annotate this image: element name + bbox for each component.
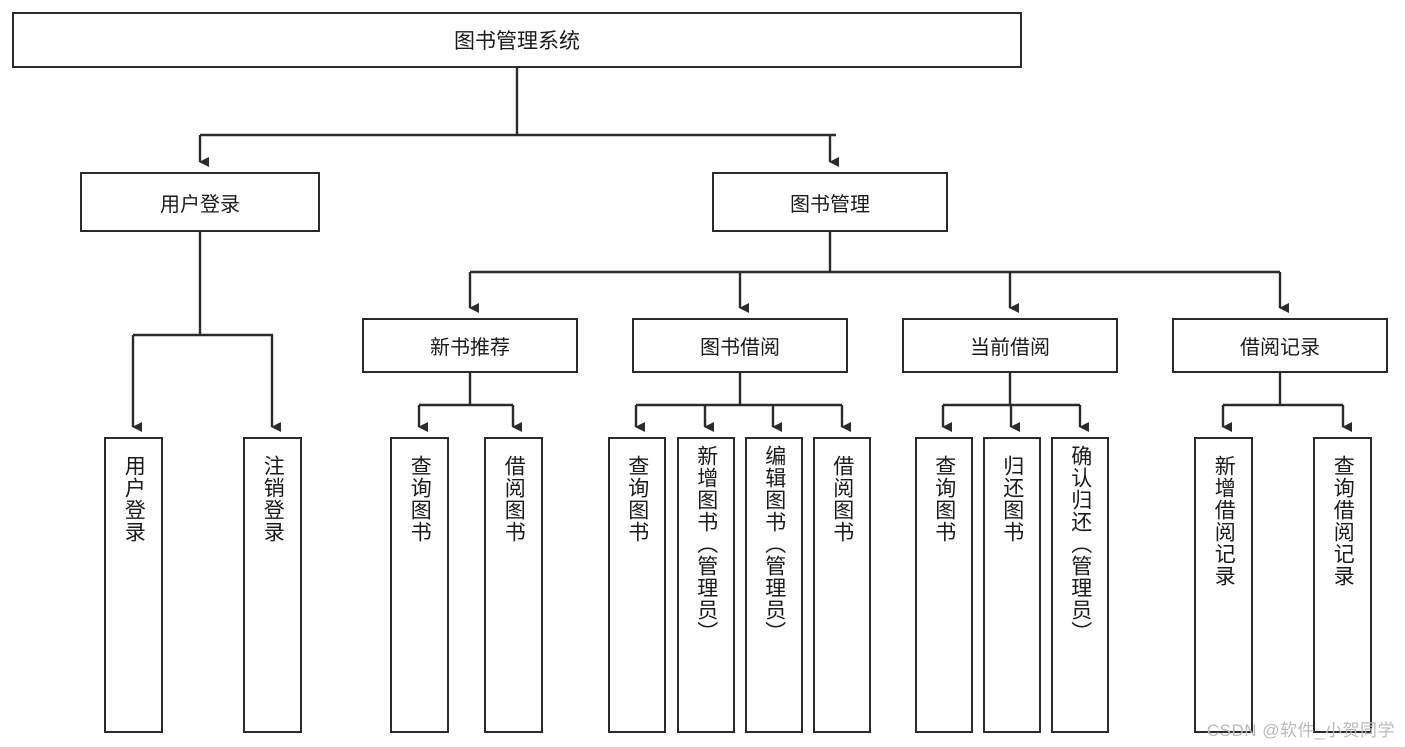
node-book-management[interactable]: 图书管理 bbox=[712, 172, 948, 232]
leaf-query-book-current[interactable]: 查询图书 bbox=[915, 437, 973, 733]
watermark: CSDN @软件_小贺同学 bbox=[1206, 721, 1395, 740]
leaf-return-book[interactable]: 归还图书 bbox=[983, 437, 1041, 733]
node-user-login-label: 用户登录 bbox=[160, 193, 240, 216]
node-root[interactable]: 图书管理系统 bbox=[12, 12, 1022, 68]
leaf-query-book-current-label: 查询图书 bbox=[932, 455, 956, 543]
node-book-borrow[interactable]: 图书借阅 bbox=[632, 318, 848, 373]
node-current-borrow[interactable]: 当前借阅 bbox=[902, 318, 1118, 373]
leaf-query-book-recommend[interactable]: 查询图书 bbox=[390, 437, 449, 733]
node-book-management-label: 图书管理 bbox=[790, 193, 870, 216]
leaf-confirm-return-admin-label: 确认归还（管理员） bbox=[1068, 445, 1092, 643]
leaf-edit-book-admin-label: 编辑图书（管理员） bbox=[762, 445, 786, 643]
leaf-user-login[interactable]: 用户登录 bbox=[104, 437, 163, 733]
node-user-login[interactable]: 用户登录 bbox=[80, 172, 320, 232]
leaf-logout-label: 注销登录 bbox=[261, 455, 285, 543]
leaf-query-book-borrow-label: 查询图书 bbox=[625, 455, 649, 543]
leaf-add-borrow-record-label: 新增借阅记录 bbox=[1212, 455, 1236, 587]
leaf-add-borrow-record[interactable]: 新增借阅记录 bbox=[1194, 437, 1253, 733]
node-root-label: 图书管理系统 bbox=[454, 30, 580, 53]
leaf-borrow-book-recommend-label: 借阅图书 bbox=[502, 455, 526, 543]
leaf-logout[interactable]: 注销登录 bbox=[243, 437, 302, 733]
leaf-return-book-label: 归还图书 bbox=[1000, 455, 1024, 543]
node-borrow-record-label: 借阅记录 bbox=[1240, 337, 1320, 359]
node-borrow-record[interactable]: 借阅记录 bbox=[1172, 318, 1388, 373]
leaf-query-borrow-record[interactable]: 查询借阅记录 bbox=[1313, 437, 1372, 733]
leaf-edit-book-admin[interactable]: 编辑图书（管理员） bbox=[745, 437, 803, 733]
leaf-query-book-borrow[interactable]: 查询图书 bbox=[608, 437, 666, 733]
leaf-borrow-book-recommend[interactable]: 借阅图书 bbox=[484, 437, 543, 733]
leaf-add-book-admin[interactable]: 新增图书（管理员） bbox=[677, 437, 735, 733]
leaf-query-borrow-record-label: 查询借阅记录 bbox=[1331, 455, 1355, 587]
leaf-confirm-return-admin[interactable]: 确认归还（管理员） bbox=[1051, 437, 1109, 733]
node-current-borrow-label: 当前借阅 bbox=[970, 337, 1050, 359]
leaf-add-book-admin-label: 新增图书（管理员） bbox=[694, 445, 718, 643]
node-book-borrow-label: 图书借阅 bbox=[700, 337, 780, 359]
node-new-book-recommend[interactable]: 新书推荐 bbox=[362, 318, 578, 373]
leaf-borrow-book[interactable]: 借阅图书 bbox=[813, 437, 871, 733]
leaf-query-book-recommend-label: 查询图书 bbox=[408, 455, 432, 543]
leaf-borrow-book-label: 借阅图书 bbox=[830, 455, 854, 543]
leaf-user-login-label: 用户登录 bbox=[122, 455, 146, 543]
node-new-book-recommend-label: 新书推荐 bbox=[430, 337, 510, 359]
